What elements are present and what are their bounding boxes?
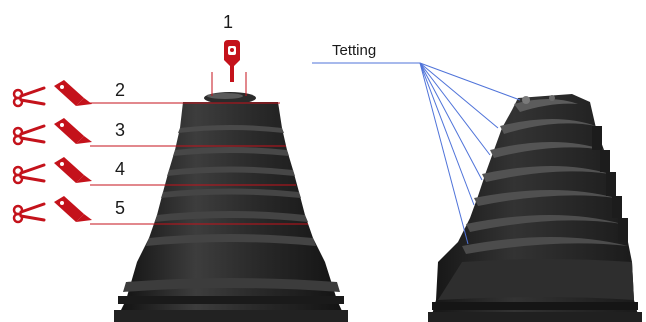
step-label: 5: [115, 198, 125, 218]
utility-knife-icon: [54, 80, 92, 106]
seal-lip-5: [474, 190, 616, 206]
boot-ridge-3: [167, 166, 295, 176]
boot-flange-1: [118, 296, 344, 304]
top-ring-2: [549, 95, 555, 101]
utility-knife-icon: [54, 196, 92, 222]
boot-exterior: [114, 92, 348, 322]
scissors-icon: [12, 124, 46, 146]
wall-step-4: [612, 196, 622, 218]
boot-section-base: [438, 259, 634, 300]
step-label: 3: [115, 120, 125, 140]
boot-flange-2: [114, 310, 348, 322]
boot-ridge-5: [155, 211, 308, 222]
boot-section-flange: [432, 302, 638, 310]
step-row-4: 4: [12, 157, 125, 185]
callout-leader-4: [419, 62, 483, 181]
boot-ridge-4: [161, 188, 301, 198]
utility-knife-icon: [54, 157, 92, 183]
clamp-icon: [224, 40, 240, 82]
utility-knife-icon: [54, 118, 92, 144]
step-row-2: 2: [12, 80, 125, 108]
boot-section-flange-2: [428, 312, 642, 322]
callout-leader-2: [419, 62, 499, 129]
step-label: 2: [115, 80, 125, 100]
scissors-icon: [12, 202, 46, 224]
seal-lip-7: [462, 237, 628, 254]
boot-top-highlight: [207, 93, 243, 99]
step-row-3: 3: [12, 118, 125, 146]
boot-ridge-7: [123, 278, 340, 292]
wall-step-3: [606, 172, 616, 196]
boot-ridge-1: [178, 125, 284, 133]
scissors-icon: [12, 163, 46, 185]
seal-lip-2: [500, 119, 596, 134]
callout-leader-6: [419, 62, 469, 245]
callout-label: Tetting: [332, 42, 376, 59]
wall-step-5: [618, 218, 628, 242]
cut-lines: [90, 72, 308, 225]
seal-lip-3: [490, 142, 604, 158]
boot-ridge-2: [173, 147, 289, 156]
seal-lip-4: [482, 166, 610, 182]
seal-lip-6: [466, 215, 622, 232]
wall-step-2: [600, 150, 610, 172]
wall-step-1: [592, 126, 602, 150]
tetting-callout: [312, 62, 521, 245]
callout-leader-3: [419, 62, 491, 156]
seal-lip-1: [514, 99, 578, 112]
boot-cross-section: [428, 94, 642, 322]
callout-leader-1: [419, 62, 521, 101]
step-label-1: 1: [223, 12, 233, 32]
callout-leader-5: [419, 62, 475, 206]
step-label: 4: [115, 159, 125, 179]
top-ring: [522, 96, 530, 104]
step-row-5: 5: [12, 196, 125, 224]
boot-ridge-6: [146, 234, 316, 246]
scissors-icon: [12, 86, 46, 108]
